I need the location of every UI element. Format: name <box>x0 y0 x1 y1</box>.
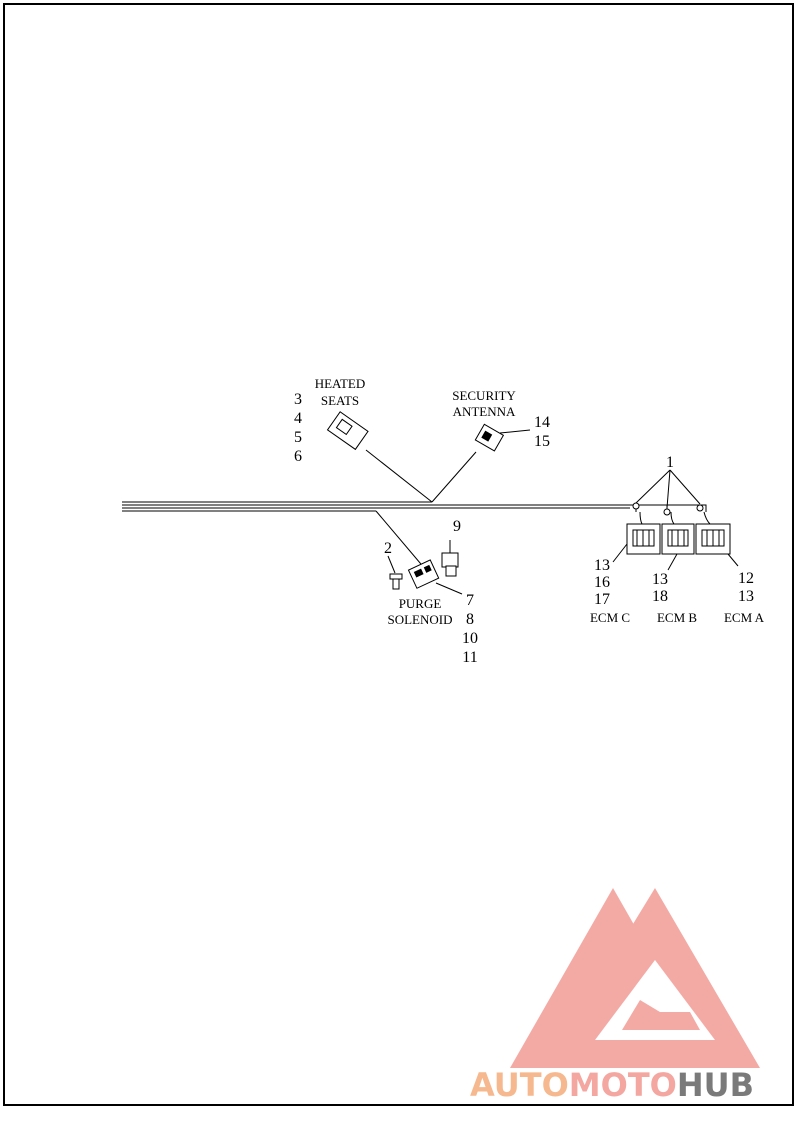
callout-5: 5 <box>294 429 302 446</box>
callout-8: 8 <box>466 611 474 628</box>
ecm-c-module <box>626 523 661 555</box>
purge-solenoid-label-1: PURGE <box>399 596 442 611</box>
ecm-b-module <box>661 523 695 555</box>
purge-solenoid-label-2: SOLENOID <box>388 612 453 627</box>
antenna-branch-wire <box>431 451 477 503</box>
fastener-shank <box>392 578 400 590</box>
ecm-b-label: ECM B <box>657 610 697 625</box>
leader-13-c <box>612 543 628 563</box>
callout-1: 1 <box>666 454 674 471</box>
callout-3: 3 <box>294 391 302 408</box>
watermark-logo <box>510 888 760 1068</box>
heated-seats-latch <box>335 418 353 436</box>
callout-9: 9 <box>453 518 461 535</box>
callout-12: 12 <box>738 570 754 587</box>
callout-18: 18 <box>652 588 668 605</box>
callout-16: 16 <box>594 574 610 591</box>
heated-seats-connector <box>326 411 369 451</box>
fastener-head <box>389 573 403 580</box>
leader-1-a <box>669 469 701 505</box>
callout-6: 6 <box>294 448 302 465</box>
watermark-text: AUTOMOTOHUB <box>470 1066 754 1104</box>
callout-11: 11 <box>462 649 477 666</box>
callout-7: 7 <box>466 592 474 609</box>
ecm-a-feed <box>630 504 707 512</box>
watermark-moto: MOTO <box>569 1066 677 1104</box>
ecm-a-module <box>695 523 731 555</box>
ecm-c-label: ECM C <box>590 610 630 625</box>
heated-seats-branch-wire <box>365 449 433 503</box>
purge-seal-part <box>441 540 459 577</box>
security-antenna-label-1: SECURITY <box>452 388 516 403</box>
leader-2 <box>387 555 396 574</box>
leader-13-b <box>667 553 678 571</box>
purge-solenoid-connector <box>407 559 440 589</box>
purge-branch-wire <box>375 510 427 571</box>
callout-4: 4 <box>294 410 302 427</box>
security-antenna-connector <box>474 423 505 452</box>
clip-b <box>663 508 671 516</box>
logo-inner-arrow <box>622 1000 700 1030</box>
watermark-hub: HUB <box>677 1066 754 1104</box>
page-border <box>3 3 794 1106</box>
leader-1-c <box>635 469 671 504</box>
ecm-b-pigtail <box>670 511 675 525</box>
leader-14 <box>499 429 531 434</box>
callout-13-a: 13 <box>738 588 754 605</box>
ecm-branch <box>630 469 711 525</box>
callout-14: 14 <box>534 414 550 431</box>
callout-10: 10 <box>462 630 478 647</box>
leader-7 <box>435 582 463 595</box>
security-antenna-label-2: ANTENNA <box>453 404 516 419</box>
heated-seats-label-2: SEATS <box>321 393 359 408</box>
antenna-connector-pins <box>481 430 493 442</box>
clip-a <box>696 504 704 512</box>
seal-tip <box>445 565 457 577</box>
heated-seats-label-1: HEATED <box>315 376 366 391</box>
clip-c <box>632 502 640 510</box>
purge-connector-pins <box>423 564 432 573</box>
seal-body <box>441 552 459 568</box>
ecm-a-pigtail <box>703 511 711 525</box>
purge-connector-pins <box>413 568 424 578</box>
callout-13-b: 13 <box>652 571 668 588</box>
ecm-c-pigtail <box>639 511 643 525</box>
main-harness <box>122 449 630 571</box>
callout-17: 17 <box>594 591 610 608</box>
fastener-part <box>387 555 403 590</box>
leader-12 <box>727 553 739 567</box>
ecm-a-label: ECM A <box>724 610 765 625</box>
callout-15: 15 <box>534 433 550 450</box>
watermark-auto: AUTO <box>470 1066 569 1104</box>
callout-13-c: 13 <box>594 557 610 574</box>
callout-2: 2 <box>384 540 392 557</box>
leader-1-b <box>666 469 671 509</box>
